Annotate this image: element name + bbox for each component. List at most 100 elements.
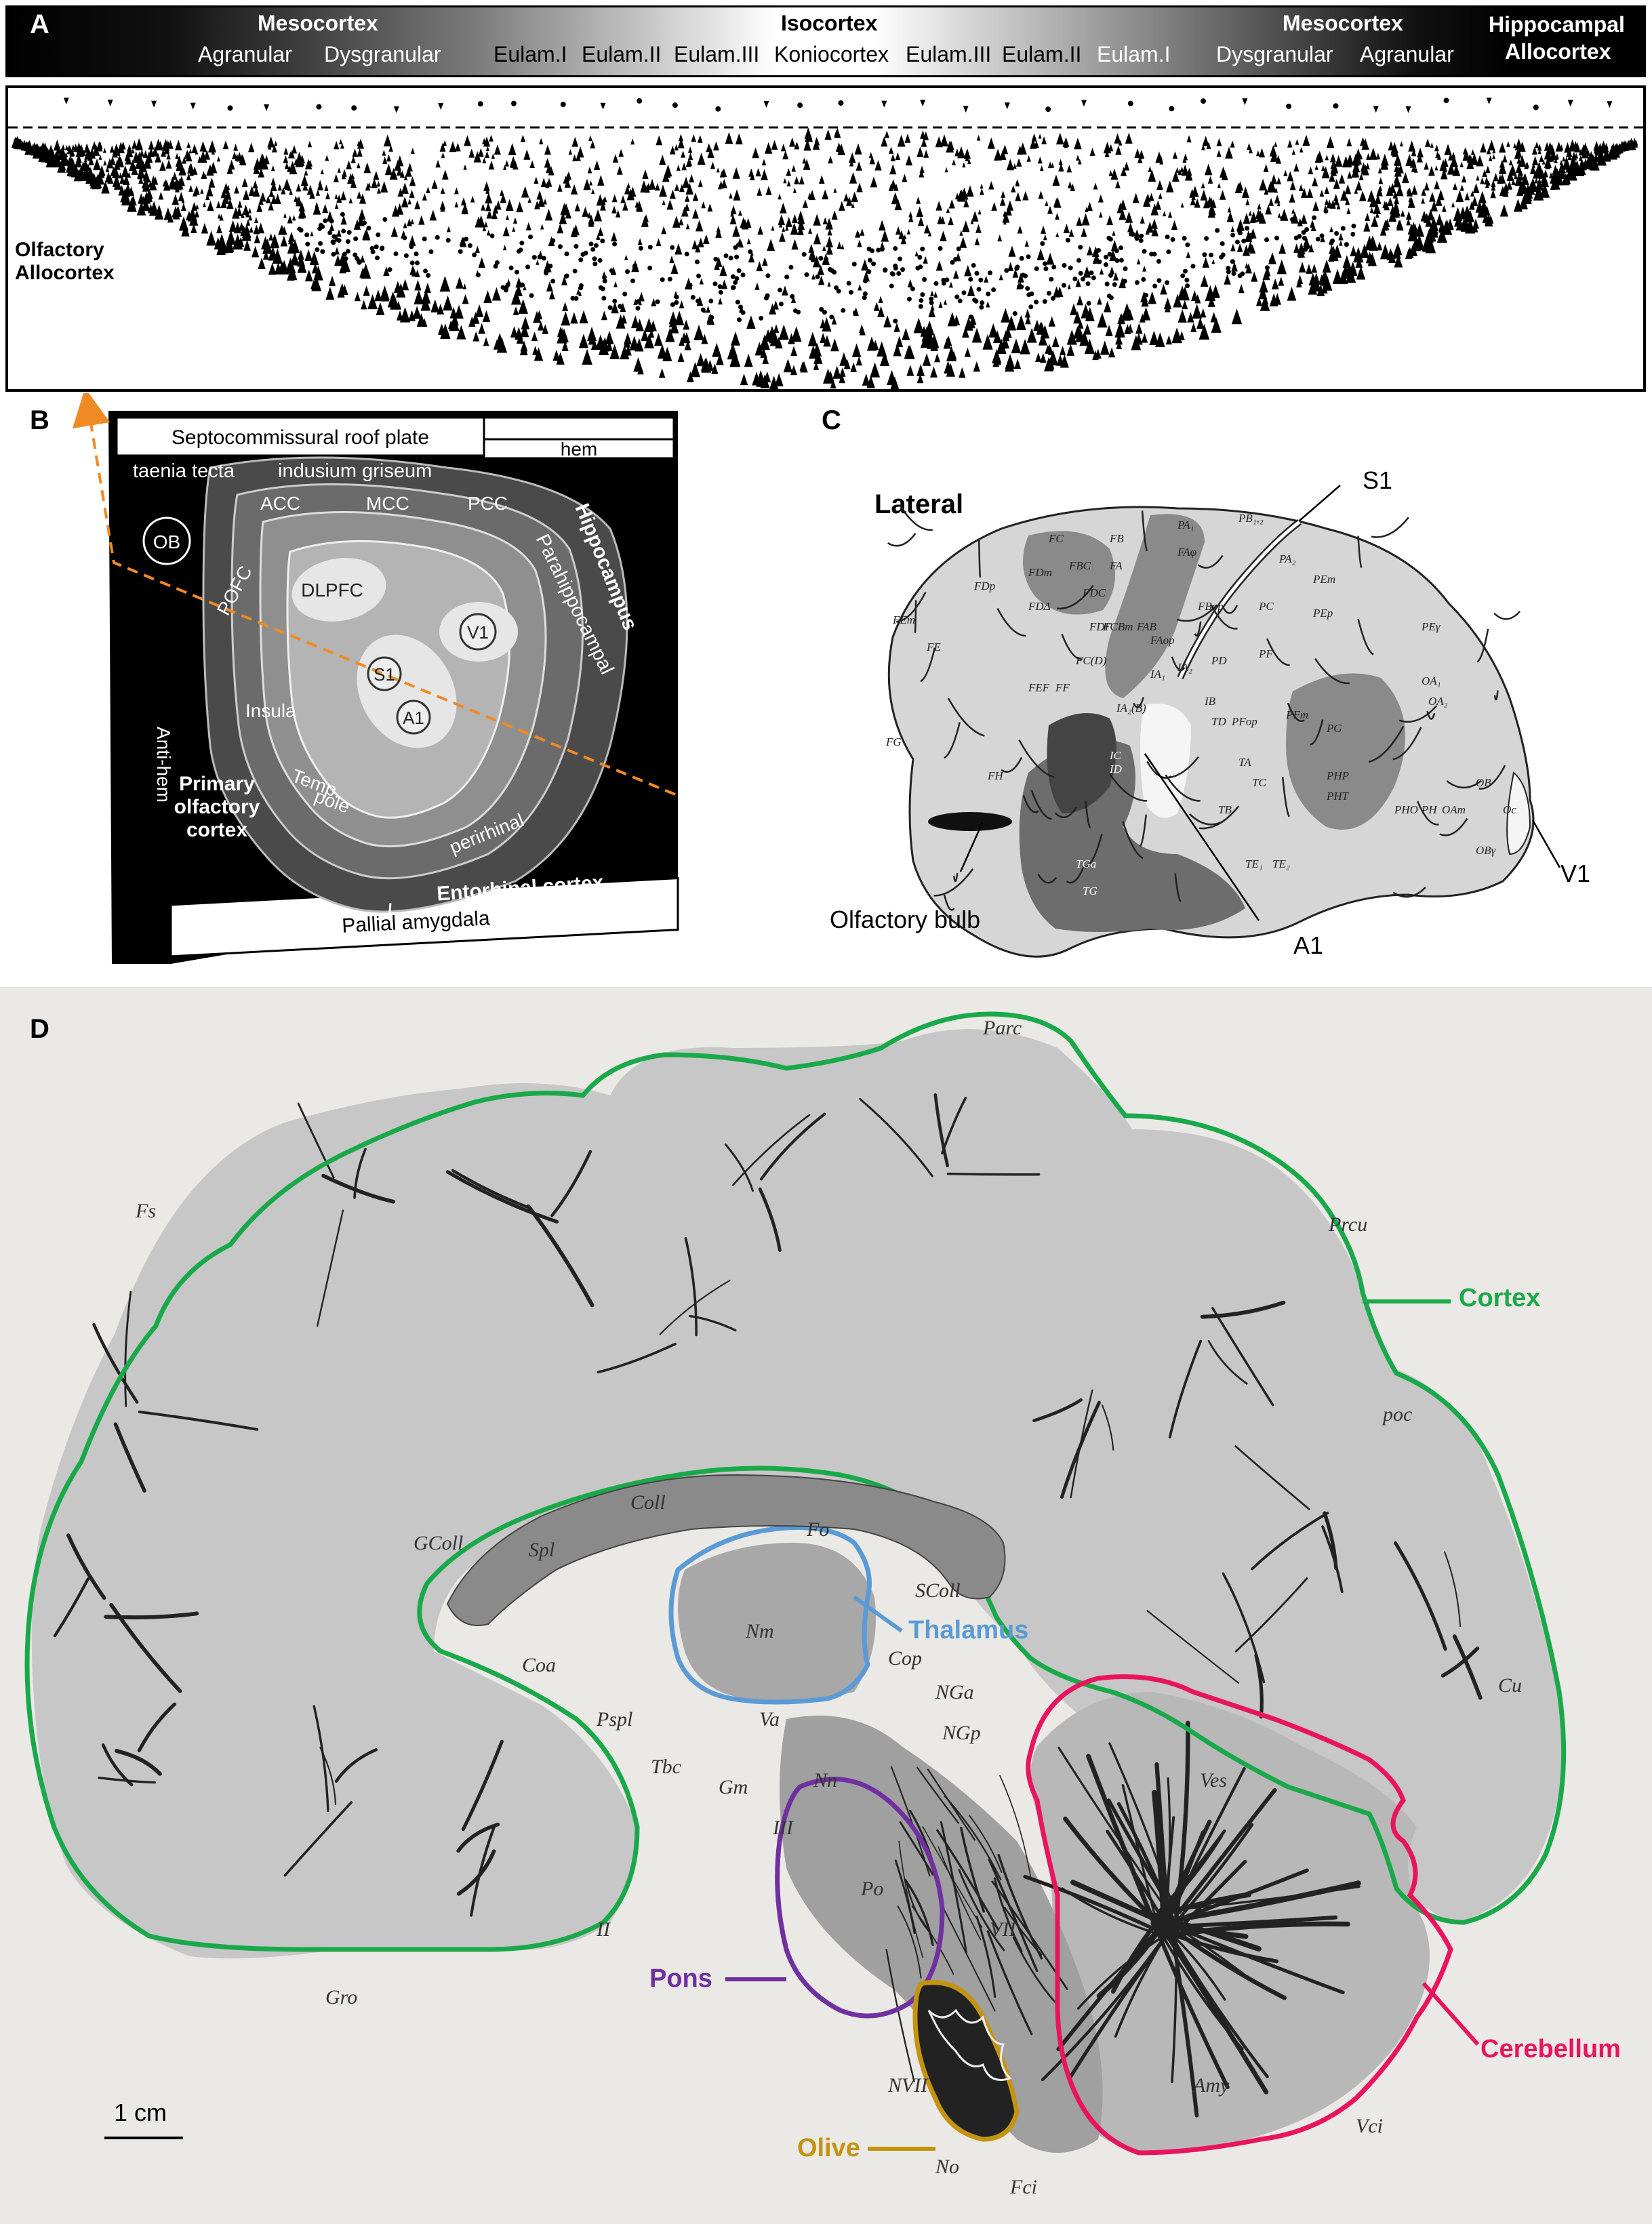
- lamina-cell: [734, 276, 740, 281]
- lamina-cell: [316, 104, 322, 110]
- lamina-cell: [421, 289, 431, 304]
- d-white-matter-vein: [938, 1846, 982, 1941]
- lamina-cell: [1354, 188, 1358, 194]
- lamina-cell: [664, 168, 671, 178]
- lamina-cell: [45, 152, 56, 167]
- lamina-cell: [1533, 171, 1538, 178]
- lamina-cell: [1040, 241, 1045, 246]
- lamina-cell: [1049, 277, 1054, 282]
- lamina-cell: [1087, 201, 1093, 211]
- lamina-cell: [1607, 101, 1613, 108]
- panel-d-letter: D: [30, 1014, 49, 1044]
- lamina-cell: [815, 274, 820, 279]
- lamina-cell: [1511, 178, 1516, 186]
- lamina-cell: [605, 330, 614, 344]
- lamina-cell: [331, 251, 336, 257]
- lamina-cell: [1346, 153, 1354, 165]
- lamina-cell: [881, 100, 887, 108]
- lamina-cell: [1336, 203, 1341, 209]
- lamina-cell: [635, 299, 641, 304]
- c-area-label: PHO: [1394, 803, 1418, 816]
- lamina-cell: [769, 303, 777, 315]
- lamina-cell: [807, 193, 812, 199]
- lamina-cell: [1287, 287, 1297, 301]
- b-hem-box: [483, 438, 675, 460]
- lamina-cell: [287, 165, 292, 172]
- lamina-cell: [300, 174, 308, 186]
- lamina-cell: [543, 199, 547, 205]
- lamina-cell: [258, 257, 266, 270]
- lamina-cell: [1180, 273, 1186, 279]
- lamina-cell: [456, 277, 464, 289]
- lamina-cell: [148, 140, 155, 150]
- lamina-cell: [565, 171, 572, 180]
- lamina-cell: [838, 100, 844, 106]
- d-white-matter-vein: [1251, 1512, 1329, 1571]
- lamina-cell: [1001, 144, 1009, 155]
- lamina-cell: [744, 218, 752, 228]
- lamina-cell: [341, 228, 346, 234]
- lamina-cell: [571, 136, 579, 147]
- lamina-cell: [756, 261, 763, 272]
- lamina-cell: [946, 140, 954, 153]
- lamina-cell: [829, 315, 834, 320]
- lamina-cell: [220, 199, 227, 209]
- lamina-cell: [1480, 177, 1485, 184]
- lamina-cell: [750, 172, 755, 181]
- lamina-cell: [1125, 132, 1133, 144]
- d-white-matter-vein: [53, 1577, 89, 1638]
- lamina-cell: [1135, 323, 1143, 334]
- lamina-cell: [1115, 145, 1122, 155]
- lamina-cell: [1020, 338, 1030, 355]
- d-cortex-label: Cortex: [1459, 1284, 1541, 1312]
- lamina-cell: [1405, 248, 1413, 259]
- lamina-cell: [946, 363, 956, 377]
- lamina-cell: [1097, 297, 1102, 305]
- lamina-cell: [502, 245, 507, 251]
- lamina-cell: [367, 294, 378, 310]
- lamina-cell: [351, 105, 357, 111]
- panel-a-lamina-box: [5, 85, 1646, 392]
- c-zone-prefrontal-dark: [1023, 531, 1115, 615]
- c-lateral-label: Lateral: [874, 489, 964, 519]
- lamina-cell: [731, 331, 740, 346]
- lamina-cell: [1598, 150, 1604, 159]
- c-sulcus: [1022, 795, 1039, 813]
- lamina-cell: [974, 237, 980, 245]
- d-anatomy-label: Gm: [719, 1776, 748, 1798]
- lamina-cell: [1068, 228, 1074, 237]
- lamina-cell: [1555, 141, 1563, 152]
- lamina-cell: [374, 289, 382, 302]
- d-white-matter-vein: [724, 1143, 754, 1192]
- lamina-cell: [1321, 166, 1330, 179]
- lamina-cell: [1499, 173, 1506, 184]
- lamina-cell: [1190, 197, 1196, 205]
- lamina-cell: [1597, 142, 1603, 151]
- lamina-cell: [843, 193, 849, 202]
- lamina-cell: [763, 371, 771, 383]
- lamina-cell: [1216, 149, 1222, 157]
- d-white-matter-vein: [940, 1821, 968, 1954]
- lamina-cell: [837, 241, 842, 249]
- lamina-cell: [94, 162, 100, 170]
- lamina-cell: [1190, 323, 1197, 332]
- lamina-cell: [1278, 243, 1287, 254]
- lamina-cell: [504, 160, 509, 167]
- lamina-cell: [184, 149, 190, 159]
- lamina-cell: [1040, 325, 1050, 339]
- lamina-cell: [463, 164, 467, 170]
- lamina-cell: [138, 155, 144, 163]
- lamina-cell: [186, 210, 193, 221]
- lamina-cell: [320, 169, 324, 175]
- header-dysgranular-left: Dysgranular: [324, 42, 441, 66]
- lamina-cell: [121, 190, 132, 206]
- lamina-cell: [1241, 239, 1247, 244]
- lamina-cell: [930, 290, 934, 296]
- lamina-cell: [186, 173, 191, 180]
- lamina-cell: [1464, 192, 1470, 201]
- lamina-cell: [228, 220, 237, 232]
- lamina-cell: [488, 161, 495, 170]
- d-white-matter-vein: [933, 1093, 950, 1168]
- b-insula-label: Insula: [245, 700, 296, 721]
- lamina-cell: [1471, 196, 1478, 207]
